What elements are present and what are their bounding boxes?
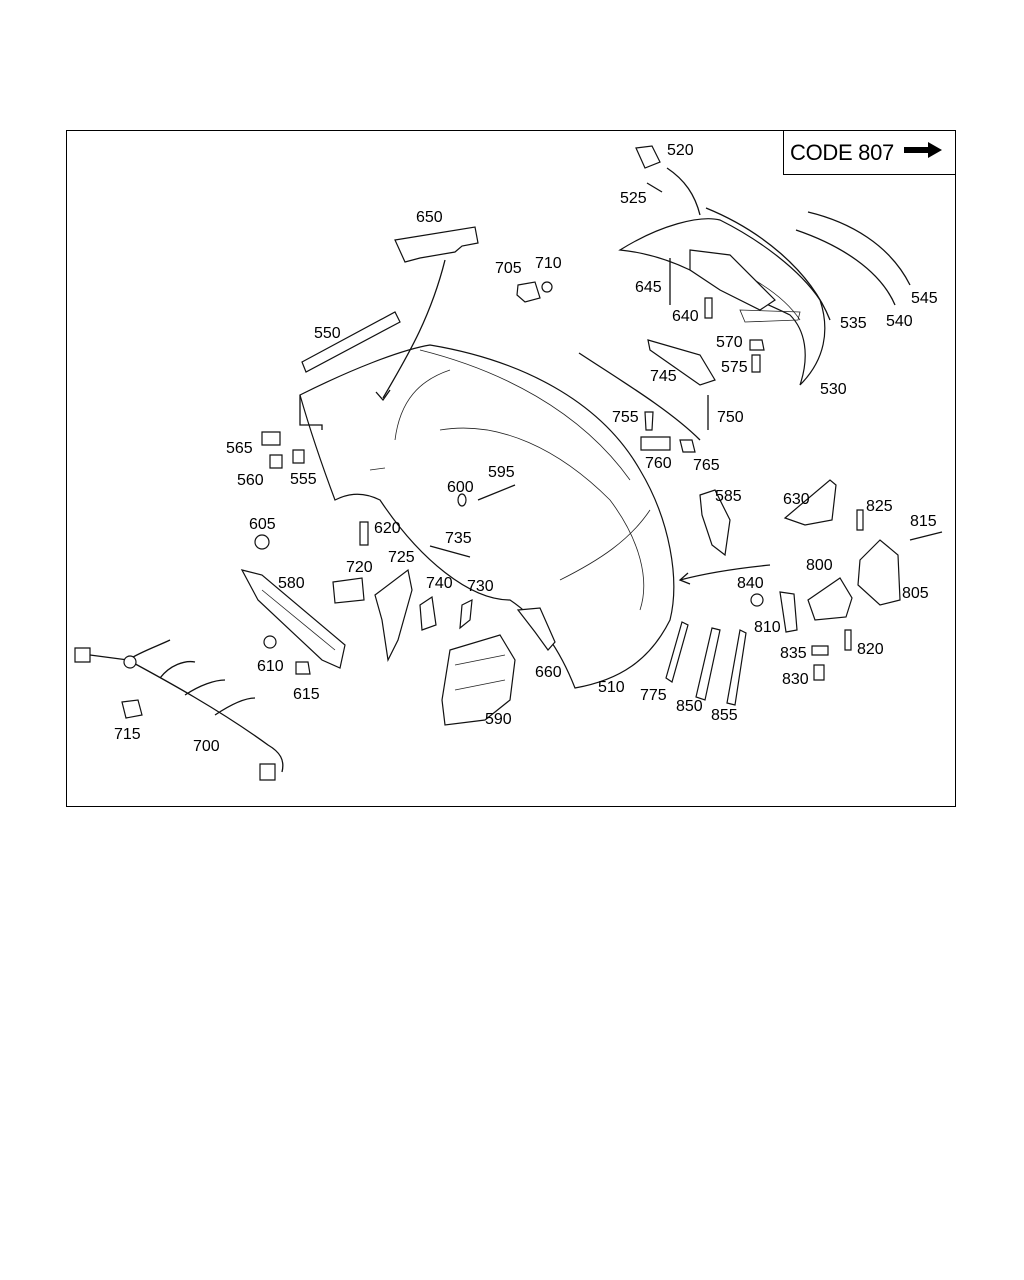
callout-825: 825 <box>866 498 893 515</box>
callout-720: 720 <box>346 559 373 576</box>
callout-620: 620 <box>374 520 401 537</box>
callout-630: 630 <box>783 491 810 508</box>
callout-545: 545 <box>911 290 938 307</box>
callout-700: 700 <box>193 738 220 755</box>
panel-650 <box>394 226 479 263</box>
callout-585: 585 <box>715 488 742 505</box>
callout-660: 660 <box>535 664 562 681</box>
callout-640: 640 <box>672 308 699 325</box>
callout-735: 735 <box>445 530 472 547</box>
callout-605: 605 <box>249 516 276 533</box>
callout-850: 850 <box>676 698 703 715</box>
callout-835: 835 <box>780 645 807 662</box>
callout-725: 725 <box>388 549 415 566</box>
callout-750: 750 <box>717 409 744 426</box>
callout-815: 815 <box>910 513 937 530</box>
bracket-630 <box>783 479 837 526</box>
bracket-745 <box>647 339 716 386</box>
callout-520: 520 <box>667 142 694 159</box>
trim-strip-535 <box>705 207 831 321</box>
strip-855 <box>726 629 747 706</box>
diffuser-530 <box>618 218 826 386</box>
right-arrow-icon <box>903 142 942 163</box>
callout-710: 710 <box>535 255 562 272</box>
callout-535: 535 <box>840 315 867 332</box>
callout-555: 555 <box>290 471 317 488</box>
callout-570: 570 <box>716 334 743 351</box>
callout-760: 760 <box>645 455 672 472</box>
strip-850 <box>695 627 721 701</box>
callout-715: 715 <box>114 726 141 743</box>
callout-540: 540 <box>886 313 913 330</box>
sensor-705 <box>516 281 541 303</box>
ring-710 <box>541 281 553 293</box>
bumper-cover-510 <box>299 344 675 689</box>
callout-560: 560 <box>237 472 264 489</box>
trim-strip-545 <box>807 211 911 286</box>
callout-565: 565 <box>226 440 253 457</box>
callout-805: 805 <box>902 585 929 602</box>
callout-830: 830 <box>782 671 809 688</box>
callout-615: 615 <box>293 686 320 703</box>
strip-775 <box>665 621 689 683</box>
callout-775: 775 <box>640 687 667 704</box>
callout-590: 590 <box>485 711 512 728</box>
callout-745: 745 <box>650 368 677 385</box>
code-box: CODE 807 <box>783 130 956 175</box>
housing-590 <box>441 634 516 726</box>
callout-755: 755 <box>612 409 639 426</box>
bracket-585 <box>699 489 731 557</box>
callout-740: 740 <box>426 575 453 592</box>
callout-530: 530 <box>820 381 847 398</box>
callout-575: 575 <box>721 359 748 376</box>
trim-strip-540 <box>795 229 896 306</box>
callout-840: 840 <box>737 575 764 592</box>
reflector-550 <box>301 311 401 373</box>
callout-730: 730 <box>467 578 494 595</box>
module-805 <box>857 539 901 606</box>
callout-550: 550 <box>314 325 341 342</box>
callout-800: 800 <box>806 557 833 574</box>
callout-650: 650 <box>416 209 443 226</box>
wiring-harness-700 <box>74 639 284 781</box>
callout-855: 855 <box>711 707 738 724</box>
pad-720 <box>332 577 365 604</box>
plate-520 <box>635 145 661 169</box>
callout-580: 580 <box>278 575 305 592</box>
callout-510: 510 <box>598 679 625 696</box>
code-label: CODE 807 <box>790 139 894 165</box>
callout-705: 705 <box>495 260 522 277</box>
callout-595: 595 <box>488 464 515 481</box>
callout-645: 645 <box>635 279 662 296</box>
callout-810: 810 <box>754 619 781 636</box>
callout-820: 820 <box>857 641 884 658</box>
callout-600: 600 <box>447 479 474 496</box>
callout-labels: 520 525 650 705 710 645 640 545 535 540 … <box>114 142 938 755</box>
housing-800 <box>807 577 853 621</box>
callout-610: 610 <box>257 658 284 675</box>
callout-525: 525 <box>620 190 647 207</box>
bracket-725 <box>374 568 413 662</box>
callout-765: 765 <box>693 457 720 474</box>
